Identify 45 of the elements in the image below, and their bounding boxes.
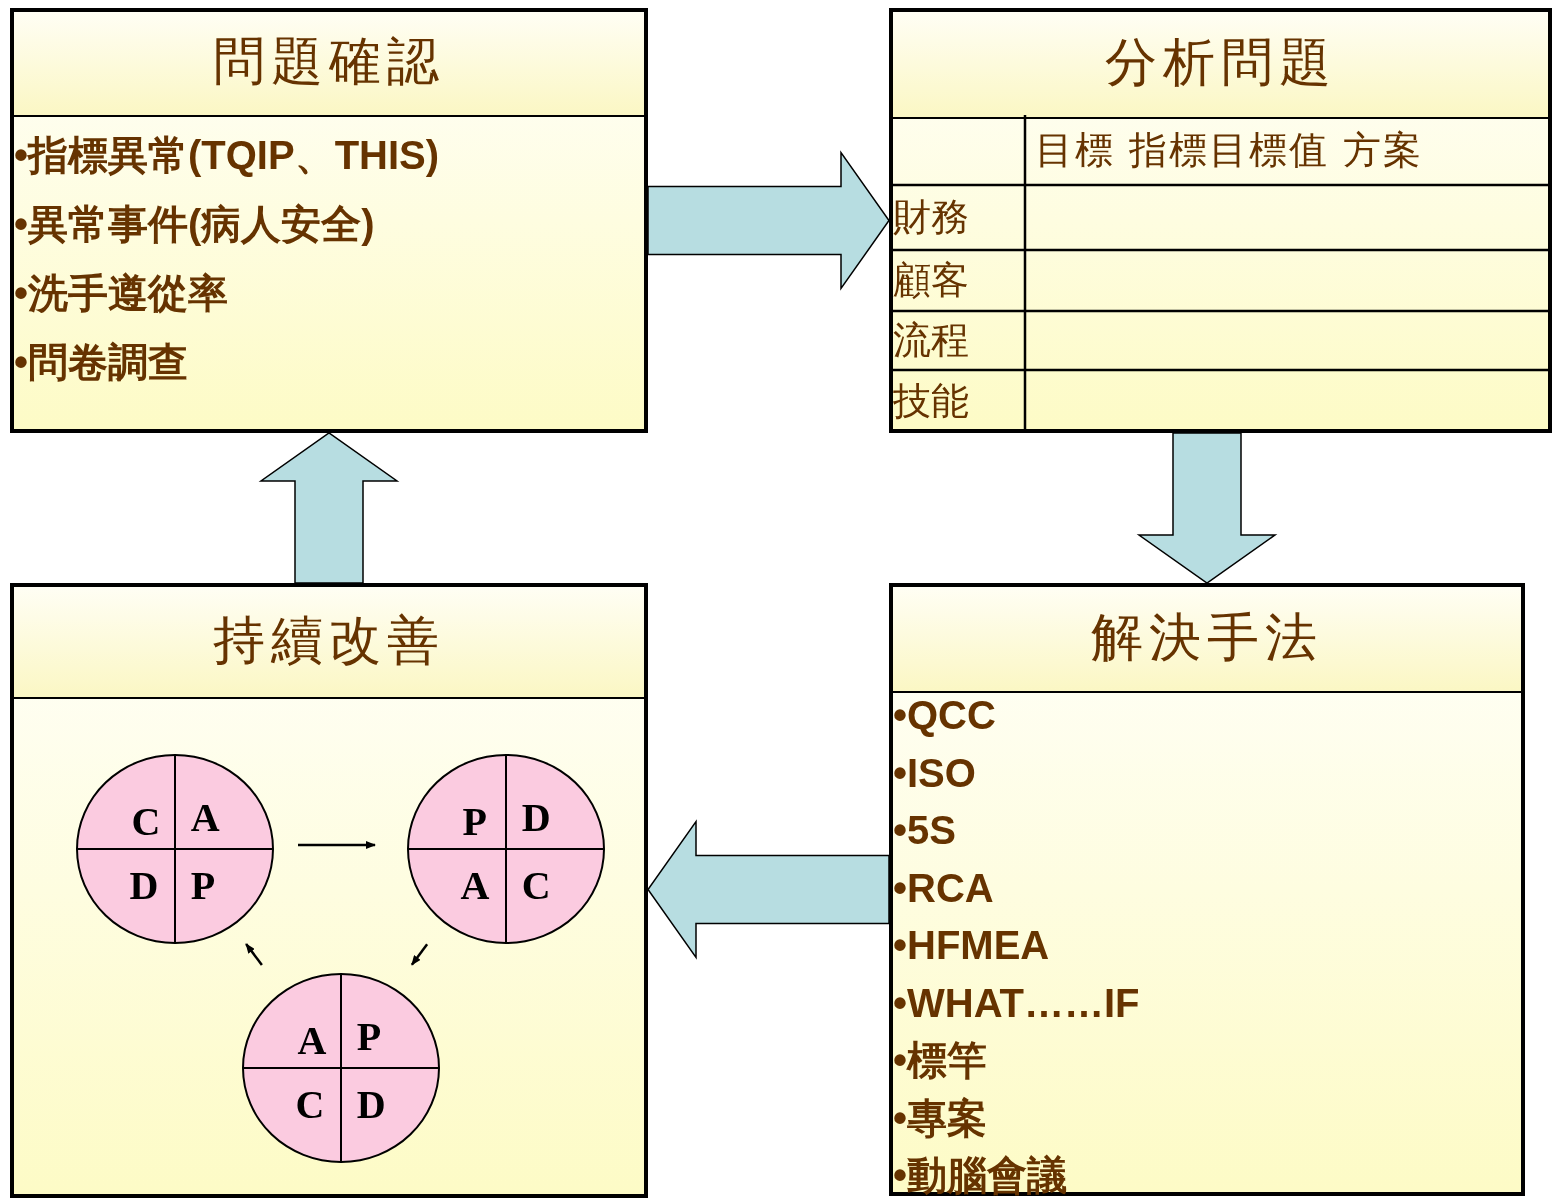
list-item: •RCA (893, 864, 994, 912)
process-panel (10, 583, 648, 1198)
block-arrow (647, 150, 890, 291)
process-panel (10, 8, 648, 433)
block-arrow (647, 819, 890, 960)
quadrant-letter: P (356, 1016, 382, 1057)
quadrant-letter: P (190, 866, 216, 907)
process-panel (889, 8, 1552, 433)
quadrant-letter: P (462, 801, 487, 842)
quadrant-letter: A (297, 1020, 327, 1061)
quadrant-letter: A (460, 866, 490, 907)
quadrant-letter: D (356, 1085, 386, 1126)
list-item: •QCC (893, 692, 996, 739)
panel-heading: 分析問題 (893, 12, 1548, 119)
quadrant-letter: D (129, 866, 159, 907)
quadrant-letter: D (521, 797, 551, 838)
panel-heading: 問題確認 (14, 12, 644, 117)
panel-heading: 持續改善 (14, 587, 644, 699)
arrow (245, 943, 263, 966)
list-item: •5S (893, 807, 956, 854)
list-item: •ISO (893, 749, 976, 797)
block-arrow (1136, 432, 1278, 584)
row-label: 流程 (893, 317, 969, 364)
arrow (298, 841, 376, 849)
list-item: •標竿 (893, 1037, 987, 1084)
list-item: •動腦會議 (893, 1152, 1067, 1199)
quadrant-letter: A (190, 797, 220, 838)
row-label: 技能 (893, 378, 969, 425)
row-label: 財務 (893, 194, 969, 241)
quadrant-letter: C (131, 801, 161, 842)
arrow (410, 943, 429, 966)
process-panel (889, 583, 1525, 1196)
list-item: •指標異常(TQIP、THIS) (14, 132, 440, 179)
list-item: •專案 (893, 1094, 987, 1142)
quadrant-letter: C (295, 1085, 325, 1126)
list-item: •異常事件(病人安全) (14, 201, 375, 248)
list-item: •洗手遵從率 (14, 270, 228, 317)
row-label: 顧客 (893, 257, 969, 304)
list-item: •問卷調查 (14, 339, 188, 386)
panel-heading: 解決手法 (893, 587, 1521, 693)
column-heading: 目標 指標目標值 方案 (1035, 127, 1424, 174)
quadrant-letter: C (521, 866, 551, 907)
list-item: •HFMEA (893, 922, 1050, 969)
list-item: •WHAT……IF (893, 979, 1140, 1027)
block-arrow (258, 432, 400, 584)
